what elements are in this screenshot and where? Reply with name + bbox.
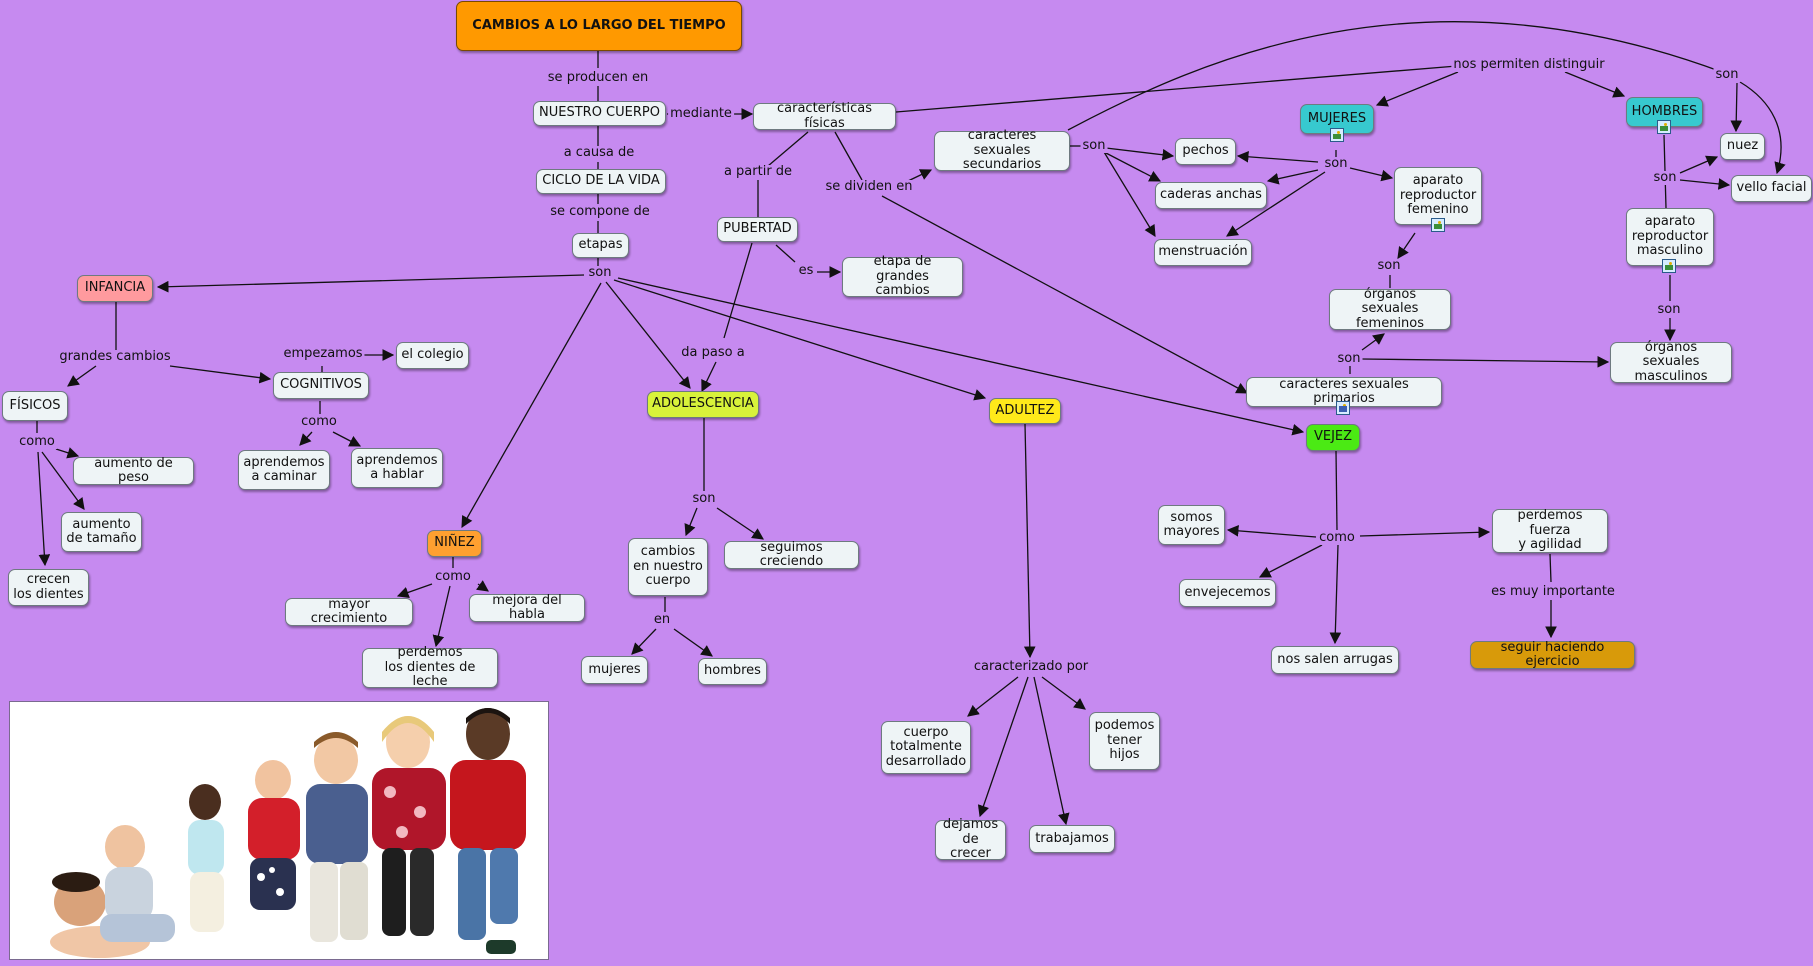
node-pubertad[interactable]: PUBERTAD <box>717 217 798 242</box>
node-nuestro-cuerpo[interactable]: NUESTRO CUERPO <box>533 101 666 126</box>
node-aparato-masculino[interactable]: aparato reproductor masculino <box>1626 208 1714 266</box>
children-photo <box>9 701 549 960</box>
link-nos-permiten-distinguir: nos permiten distinguir <box>1451 57 1607 72</box>
link-como-cognitivos: como <box>299 414 339 429</box>
node-ciclo-vida[interactable]: CICLO DE LA VIDA <box>536 169 666 194</box>
node-cuerpo-desarrollado[interactable]: cuerpo totalmente desarrollado <box>881 721 971 774</box>
node-seguimos-creciendo[interactable]: seguimos creciendo <box>724 540 859 569</box>
node-aparato-femenino[interactable]: aparato reproductor femenino <box>1394 167 1482 225</box>
node-aumento-peso[interactable]: aumento de peso <box>73 456 194 485</box>
link-da-paso-a: da paso a <box>679 345 747 360</box>
node-tener-hijos[interactable]: podemos tener hijos <box>1089 712 1160 770</box>
link-se-dividen-en: se dividen en <box>823 179 915 194</box>
link-como-fisicos: como <box>17 434 57 449</box>
children-illustration <box>10 702 548 959</box>
link-se-producen-en: se producen en <box>545 70 651 85</box>
link-es-muy-importante: es muy importante <box>1489 584 1617 599</box>
link-son-etapas: son <box>586 265 614 280</box>
image-attachment-icon[interactable] <box>1657 120 1671 134</box>
link-se-compone-de: se compone de <box>548 204 652 219</box>
link-como-vejez: como <box>1317 530 1357 545</box>
edge-lines <box>36 21 1786 826</box>
link-son-primarios: son <box>1335 351 1363 366</box>
link-a-partir-de: a partir de <box>721 164 795 179</box>
node-adultez[interactable]: ADULTEZ <box>989 398 1061 424</box>
image-attachment-icon[interactable] <box>1431 218 1445 232</box>
multiple-attachments-icon[interactable] <box>1336 401 1350 415</box>
node-title[interactable]: CAMBIOS A LO LARGO DEL TIEMPO <box>456 1 742 51</box>
link-son-masculino: son <box>1655 302 1683 317</box>
node-vello-facial[interactable]: vello facial <box>1731 175 1812 202</box>
link-empezamos: empezamos <box>281 346 365 361</box>
image-attachment-icon[interactable] <box>1330 128 1344 142</box>
link-son-femenino: son <box>1375 258 1403 273</box>
node-etapas[interactable]: etapas <box>572 233 629 258</box>
node-etapa-grandes-cambios[interactable]: etapa de grandes cambios <box>842 255 963 298</box>
node-crecen-dientes[interactable]: crecen los dientes <box>8 569 89 606</box>
node-caderas-anchas[interactable]: caderas anchas <box>1155 182 1267 209</box>
node-infancia[interactable]: INFANCIA <box>77 275 153 302</box>
node-mujeres-ado[interactable]: mujeres <box>581 656 648 684</box>
node-aprendemos-caminar[interactable]: aprendemos a caminar <box>238 450 330 490</box>
node-nuez[interactable]: nuez <box>1720 133 1765 160</box>
link-son-adolescencia: son <box>690 491 718 506</box>
link-son-hombres: son <box>1651 170 1679 185</box>
link-a-causa-de: a causa de <box>561 145 637 160</box>
node-dientes-leche[interactable]: perdemos los dientes de leche <box>362 646 498 689</box>
node-nos-salen-arrugas[interactable]: nos salen arrugas <box>1271 646 1399 674</box>
link-son-mujeres: son <box>1322 156 1350 171</box>
image-attachment-icon[interactable] <box>1662 259 1676 273</box>
node-dejamos-crecer[interactable]: dejamos de crecer <box>935 818 1006 861</box>
link-son-secundarios: son <box>1080 138 1108 153</box>
node-aprendemos-hablar[interactable]: aprendemos a hablar <box>351 448 443 488</box>
node-mejora-habla[interactable]: mejora del habla <box>469 593 585 622</box>
node-el-colegio[interactable]: el colegio <box>396 342 469 369</box>
link-caracterizado-por: caracterizado por <box>971 659 1091 674</box>
link-en-adolescencia: en <box>651 612 673 627</box>
node-mayor-crecimiento[interactable]: mayor crecimiento <box>285 597 413 626</box>
node-organos-femeninos[interactable]: órganos sexuales femeninos <box>1329 287 1451 331</box>
node-trabajamos[interactable]: trabajamos <box>1029 825 1115 853</box>
link-son-hombres-top: son <box>1713 67 1741 82</box>
node-envejecemos[interactable]: envejecemos <box>1179 579 1276 607</box>
node-pechos[interactable]: pechos <box>1175 138 1236 165</box>
node-menstruacion[interactable]: menstruación <box>1154 239 1252 266</box>
node-organos-masculinos[interactable]: órganos sexuales masculinos <box>1610 340 1732 384</box>
link-como-ninez: como <box>433 569 473 584</box>
link-grandes-cambios: grandes cambios <box>57 349 173 364</box>
node-perdemos-fuerza[interactable]: perdemos fuerza y agilidad <box>1492 509 1608 553</box>
node-cognitivos[interactable]: COGNITIVOS <box>273 372 369 399</box>
node-caracteristicas-fisicas[interactable]: características físicas <box>753 101 896 130</box>
node-hombres-ado[interactable]: hombres <box>698 658 767 685</box>
node-adolescencia[interactable]: ADOLESCENCIA <box>647 391 759 418</box>
link-es: es <box>796 263 816 278</box>
node-caracteres-secundarios[interactable]: caracteres sexuales secundarios <box>934 129 1070 172</box>
link-mediante: mediante <box>668 106 734 121</box>
node-cambios-cuerpo[interactable]: cambios en nuestro cuerpo <box>628 538 708 596</box>
node-somos-mayores[interactable]: somos mayores <box>1158 505 1225 545</box>
node-vejez[interactable]: VEJEZ <box>1306 424 1360 451</box>
node-fisicos[interactable]: FÍSICOS <box>2 391 68 421</box>
node-seguir-ejercicio[interactable]: seguir haciendo ejercicio <box>1470 640 1635 669</box>
node-aumento-tamano[interactable]: aumento de tamaño <box>61 512 142 552</box>
node-ninez[interactable]: NIÑEZ <box>427 530 482 557</box>
